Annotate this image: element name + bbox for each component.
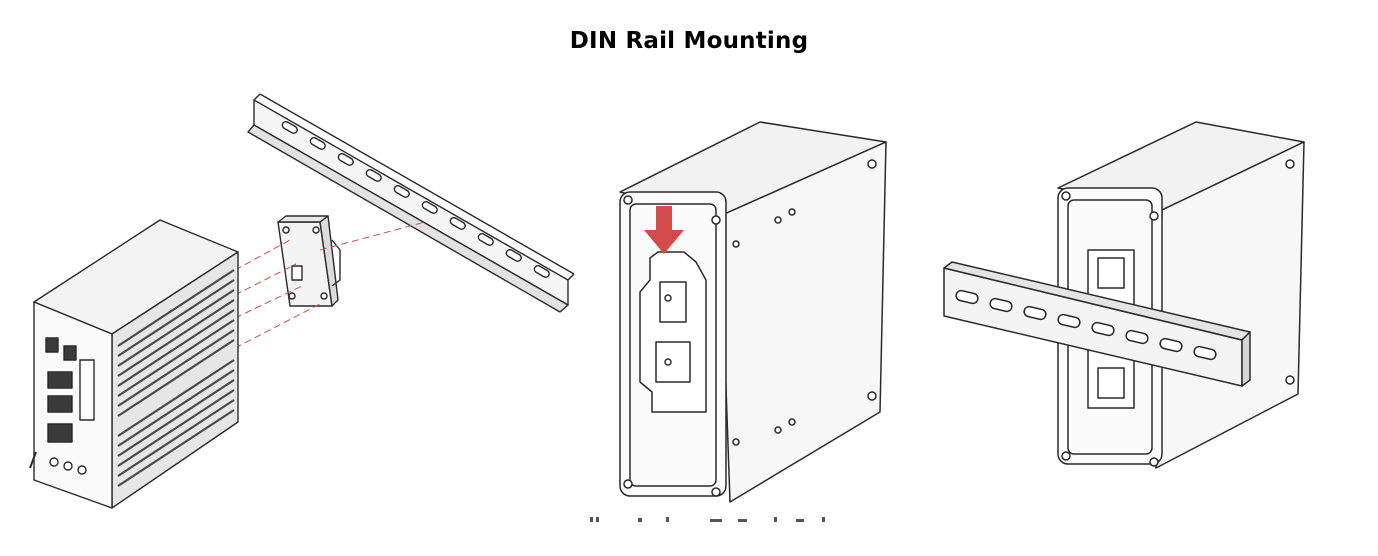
cropped-caption-fragment bbox=[560, 508, 890, 522]
figure-step-1 bbox=[20, 90, 580, 520]
exploded-assembly-drawing bbox=[29, 93, 575, 509]
din-clip-bracket bbox=[639, 251, 707, 413]
clip-hook-drawing bbox=[619, 121, 887, 503]
din-rail bbox=[943, 261, 1251, 387]
figure-step-3 bbox=[938, 118, 1322, 470]
page-title: DIN Rail Mounting bbox=[569, 28, 809, 54]
din-clip-bracket bbox=[277, 215, 341, 307]
din-rail bbox=[247, 93, 575, 313]
embedded-pc-box bbox=[29, 219, 239, 509]
alignment-guides bbox=[234, 221, 426, 349]
mounted-on-rail-drawing bbox=[943, 121, 1305, 469]
down-arrow-icon bbox=[644, 206, 684, 254]
figure-step-2 bbox=[610, 112, 900, 510]
